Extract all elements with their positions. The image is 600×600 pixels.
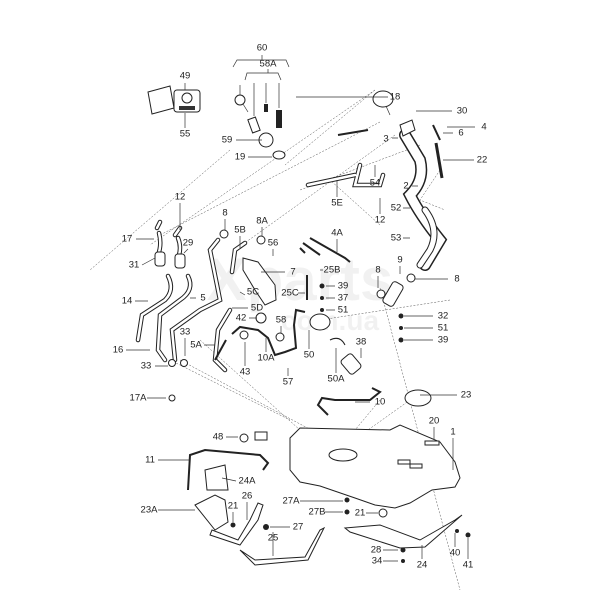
- label-56: 56: [268, 238, 279, 249]
- label-17a: 17A: [130, 393, 148, 404]
- label-8: 8: [375, 265, 380, 276]
- label-5c: 5C: [247, 287, 259, 298]
- label-21: 21: [355, 508, 366, 519]
- label-27b: 27B: [309, 507, 326, 518]
- label-48: 48: [213, 432, 224, 443]
- label-50: 50: [304, 350, 315, 361]
- part-7-bracket: [242, 237, 351, 306]
- lines-10-10a-11: [187, 308, 382, 491]
- label-23: 23: [461, 390, 472, 401]
- label-31: 31: [129, 260, 140, 271]
- label-4a: 4A: [331, 228, 343, 239]
- label-5e: 5E: [331, 198, 343, 209]
- label-14: 14: [122, 296, 133, 307]
- label-2: 2: [403, 181, 408, 192]
- label-51: 51: [338, 305, 349, 316]
- label-7: 7: [290, 267, 295, 278]
- label-16: 16: [113, 345, 124, 356]
- label-11: 11: [145, 455, 155, 466]
- label-55: 55: [180, 129, 191, 140]
- label-25c: 25C: [281, 288, 299, 299]
- label-51: 51: [438, 323, 449, 334]
- label-39: 39: [438, 335, 449, 346]
- label-5a: 5A: [190, 340, 202, 351]
- label-52: 52: [391, 203, 402, 214]
- label-5: 5: [200, 293, 205, 304]
- label-37: 37: [338, 293, 349, 304]
- svg-text:Xparts: Xparts: [207, 246, 394, 313]
- label-10a: 10A: [258, 353, 276, 364]
- label-40: 40: [450, 548, 461, 559]
- label-54: 54: [370, 178, 381, 189]
- filters-and-clamps: [154, 229, 416, 443]
- straps-shields: [194, 464, 471, 566]
- label-18: 18: [390, 92, 401, 103]
- label-17: 17: [122, 234, 133, 245]
- label-38: 38: [356, 337, 367, 348]
- label-33: 33: [180, 327, 191, 338]
- label-49: 49: [180, 71, 191, 82]
- label-8a: 8A: [256, 216, 268, 227]
- label-43: 43: [240, 367, 251, 378]
- label-27a: 27A: [283, 496, 301, 507]
- label-33: 33: [141, 361, 152, 372]
- label-5d: 5D: [251, 303, 263, 314]
- label-1: 1: [450, 427, 455, 438]
- label-41: 41: [463, 560, 474, 571]
- part-49-55-cover: [147, 85, 201, 115]
- label-9: 9: [397, 255, 402, 266]
- label-25b: 25B: [324, 265, 341, 276]
- label-22: 22: [477, 155, 488, 166]
- leader-lines: [126, 83, 475, 562]
- label-50a: 50A: [328, 374, 346, 385]
- label-28: 28: [371, 545, 382, 556]
- label-27: 27: [293, 522, 304, 533]
- label-25: 25: [268, 533, 279, 544]
- label-19: 19: [235, 152, 246, 163]
- label-59: 59: [222, 135, 233, 146]
- label-20: 20: [429, 416, 440, 427]
- assembly-lines: [89, 89, 461, 591]
- label-24: 24: [417, 560, 428, 571]
- label-30: 30: [457, 106, 468, 117]
- label-23a: 23A: [141, 505, 159, 516]
- label-24a: 24A: [239, 476, 257, 487]
- label-12: 12: [375, 215, 386, 226]
- label-21: 21: [228, 501, 239, 512]
- label-8: 8: [222, 208, 227, 219]
- label-5b: 5B: [234, 225, 246, 236]
- label-26: 26: [242, 491, 253, 502]
- label-53: 53: [391, 233, 402, 244]
- label-12: 12: [175, 192, 186, 203]
- label-8: 8: [454, 274, 459, 285]
- label-10: 10: [375, 397, 386, 408]
- label-60: 60: [257, 43, 268, 54]
- label-57: 57: [283, 377, 294, 388]
- label-3: 3: [383, 134, 388, 145]
- part-1-fuel-tank: [289, 389, 461, 509]
- label-58: 58: [276, 315, 287, 326]
- label-42: 42: [236, 313, 247, 324]
- label-32: 32: [438, 311, 449, 322]
- label-6: 6: [458, 128, 463, 139]
- label-58a: 58A: [260, 59, 278, 70]
- part-labels: 60 58A 49 55 18 30 4 3 6 59 19 22 2 54 5…: [113, 43, 488, 571]
- label-4: 4: [481, 122, 486, 133]
- part-58a-60-cap: [232, 55, 290, 160]
- label-29: 29: [183, 238, 194, 249]
- label-34: 34: [372, 556, 383, 567]
- label-39: 39: [338, 281, 349, 292]
